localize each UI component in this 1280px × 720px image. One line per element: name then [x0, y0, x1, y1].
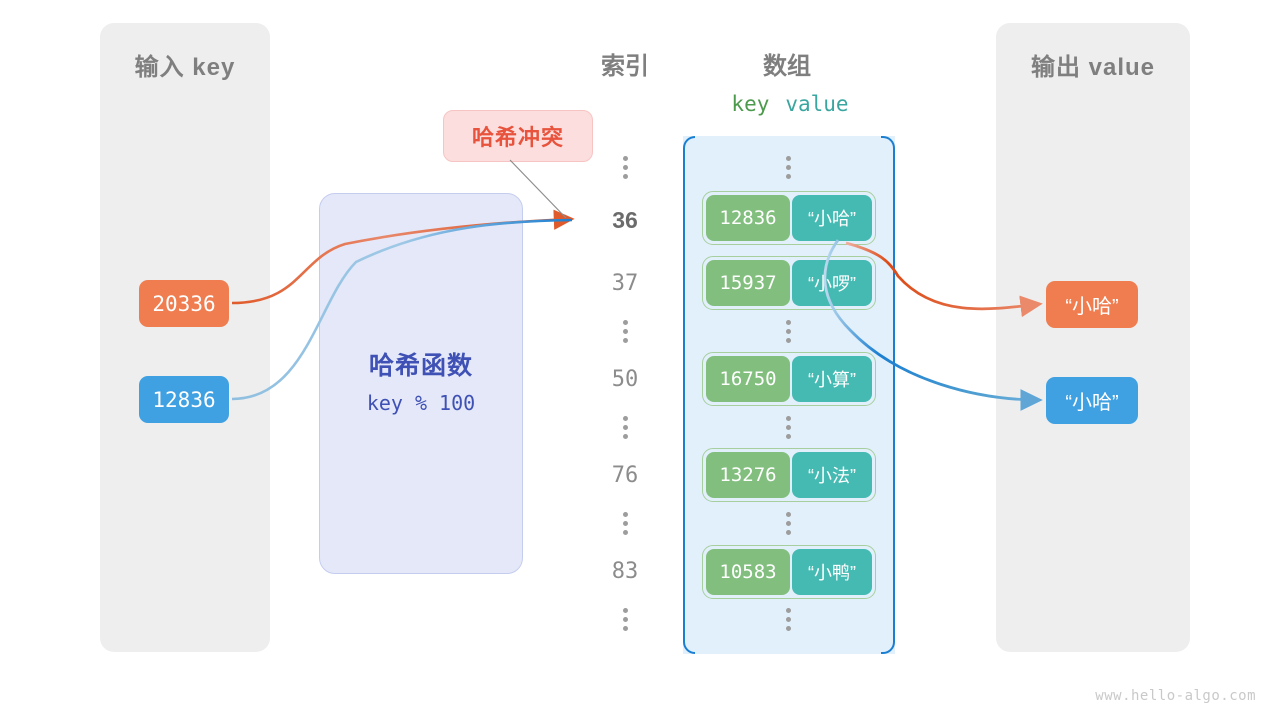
key-caption: key [731, 92, 770, 116]
bucket-entry-3: 13276 “小法” [702, 448, 876, 502]
array-bracket-right [866, 136, 895, 654]
array-ellipsis-1 [785, 320, 791, 343]
bucket-value-4: “小鸭” [791, 549, 872, 595]
hash-function-formula: key % 100 [366, 391, 476, 415]
array-ellipsis-4 [785, 608, 791, 631]
input-panel: 输入 key [100, 23, 270, 652]
watermark: www.hello-algo.com [1095, 688, 1256, 704]
index-ellipsis-1 [622, 320, 628, 343]
bucket-entry-4: 10583 “小鸭” [702, 545, 876, 599]
bucket-value-1: “小啰” [791, 260, 872, 306]
hash-collision-callout: 哈希冲突 [443, 110, 593, 162]
index-column-caption: 索引 [601, 53, 649, 80]
bucket-key-1: 15937 [706, 260, 790, 306]
bucket-entry-1: 15937 “小啰” [702, 256, 876, 310]
index-ellipsis-0 [622, 156, 628, 179]
bucket-entry-0: 12836 “小哈” [702, 191, 876, 245]
index-label-37: 37 [611, 271, 639, 296]
output-value-chip-0: “小哈” [1046, 281, 1138, 328]
array-bracket-left [683, 136, 711, 654]
hash-function-title: 哈希函数 [368, 352, 473, 380]
index-label-76: 76 [611, 463, 639, 488]
output-panel: 输出 value [996, 23, 1190, 652]
output-value-chip-1: “小哈” [1046, 377, 1138, 424]
value-caption: value [785, 92, 849, 116]
array-column-caption: 数组 [763, 53, 811, 80]
bucket-key-2: 16750 [706, 356, 790, 402]
index-label-36: 36 [612, 207, 638, 233]
hash-collision-label: 哈希冲突 [471, 125, 564, 150]
hash-function-box: 哈希函数 key % 100 [319, 193, 523, 574]
bucket-entry-2: 16750 “小算” [702, 352, 876, 406]
input-key-chip-0: 20336 [139, 280, 229, 327]
input-panel-title: 输入 key [134, 54, 236, 81]
output-panel-title: 输出 value [1030, 54, 1156, 81]
index-label-50: 50 [611, 367, 639, 392]
bucket-value-2: “小算” [791, 356, 872, 402]
index-ellipsis-3 [622, 512, 628, 535]
input-key-chip-1: 12836 [139, 376, 229, 423]
index-label-83: 83 [611, 559, 639, 584]
bucket-value-3: “小法” [791, 452, 872, 498]
bucket-key-4: 10583 [706, 549, 790, 595]
key-value-caption: key value [684, 92, 896, 116]
bucket-value-0: “小哈” [791, 195, 872, 241]
index-ellipsis-2 [622, 416, 628, 439]
index-ellipsis-4 [622, 608, 628, 631]
array-ellipsis-2 [785, 416, 791, 439]
array-ellipsis-0 [785, 156, 791, 179]
bucket-key-3: 13276 [706, 452, 790, 498]
array-ellipsis-3 [785, 512, 791, 535]
bucket-key-0: 12836 [706, 195, 790, 241]
